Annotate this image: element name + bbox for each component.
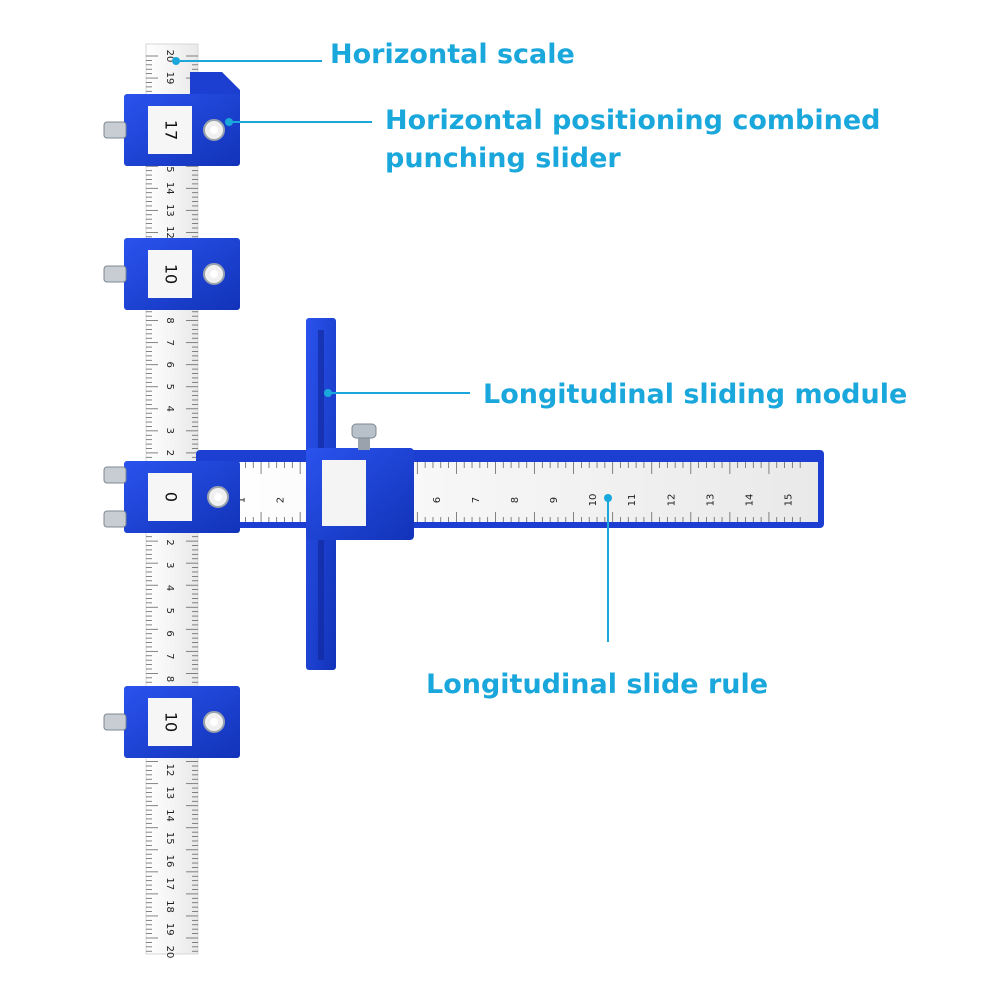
slider-window [148,473,192,521]
slider-window [148,250,192,298]
callout-longitudinal-rule: Longitudinal slide rule [426,669,769,700]
callout-longitudinal-module: Longitudinal sliding module [483,379,908,410]
rule-label: 12 [666,494,677,507]
callout-horizontal-scale: Horizontal scale [330,39,575,70]
punch-hole-inner [210,718,218,726]
slider-window [148,106,192,154]
scale-label-upper: 8 [164,317,175,323]
rule-label: 6 [432,497,443,503]
scale-label-upper: 13 [164,204,175,217]
scale-label-lower: 8 [164,676,175,682]
thumb-screw-icon [103,466,127,484]
punch-hole-inner [210,270,218,278]
slider-window-reading: 10 [162,712,181,732]
scale-label-lower: 2 [164,539,175,545]
rule-label: 8 [510,497,521,503]
scale-label-lower: 5 [164,608,175,614]
rule-label: 10 [588,494,599,507]
scale-label-upper: 15 [164,160,175,173]
longitudinal-sliding-module [306,318,414,670]
scale-label-upper: 6 [164,362,175,368]
scale-label-lower: 18 [164,900,175,913]
slider-window [148,698,192,746]
scale-label-upper: 5 [164,384,175,390]
thumb-screw-icon [103,510,127,528]
leader-dot [604,494,612,502]
slider-window-reading: 10 [162,264,181,284]
punching-slider-top: 17 [103,72,240,166]
scale-label-upper: 7 [164,339,175,345]
callout-horizontal-slider: Horizontal positioning combined punching… [385,102,880,178]
scale-label-upper: 20 [164,50,175,63]
thumb-screw-icon [103,265,127,283]
scale-label-upper: 14 [164,182,175,195]
scale-label-lower: 17 [164,877,175,890]
rule-label: 9 [549,497,560,503]
scale-label-upper: 12 [164,226,175,239]
scale-label-lower: 20 [164,946,175,959]
punching-slider-upper: 10 [103,238,240,310]
scale-label-lower: 6 [164,630,175,636]
punch-hole-inner [210,126,218,134]
rule-label: 2 [276,497,287,503]
longitudinal-slide-rule: 123456789101112131415 [196,450,824,528]
scale-label-lower: 3 [164,562,175,568]
leader-dot [225,118,233,126]
slider-window-reading: 17 [162,120,181,140]
thumb-screw-icon [103,713,127,731]
scale-label-lower: 14 [164,809,175,822]
scale-label-lower: 16 [164,855,175,868]
callout-leaders [172,57,612,642]
scale-label-upper: 19 [164,72,175,85]
scale-label-upper: 2 [164,450,175,456]
leader-dot [172,57,180,65]
callout-horizontal-slider-line2: punching slider [385,143,621,174]
rule-label: 15 [783,494,794,507]
horizontal-positioning-sliders: 17 10 0 10 [103,72,240,758]
scale-label-lower: 4 [164,585,175,591]
scale-label-lower: 7 [164,653,175,659]
rule-label: 1 [237,497,248,503]
rule-label: 11 [627,494,638,507]
punching-slider-center: 0 [103,461,240,533]
punching-slider-lower: 10 [103,686,240,758]
scale-label-upper: 4 [164,406,175,412]
scale-label-lower: 19 [164,923,175,936]
scale-label-upper: 3 [164,428,175,434]
thumb-screw-icon [103,121,127,139]
scale-label-lower: 13 [164,786,175,799]
rule-label: 13 [705,494,716,507]
rule-label: 14 [744,494,755,507]
scale-label-lower: 15 [164,832,175,845]
slider-window-reading: 0 [162,492,181,502]
scale-label-lower: 12 [164,764,175,777]
callout-horizontal-slider-line1: Horizontal positioning combined [385,105,881,136]
rule-label: 7 [471,497,482,503]
punch-hole-inner [214,493,222,501]
